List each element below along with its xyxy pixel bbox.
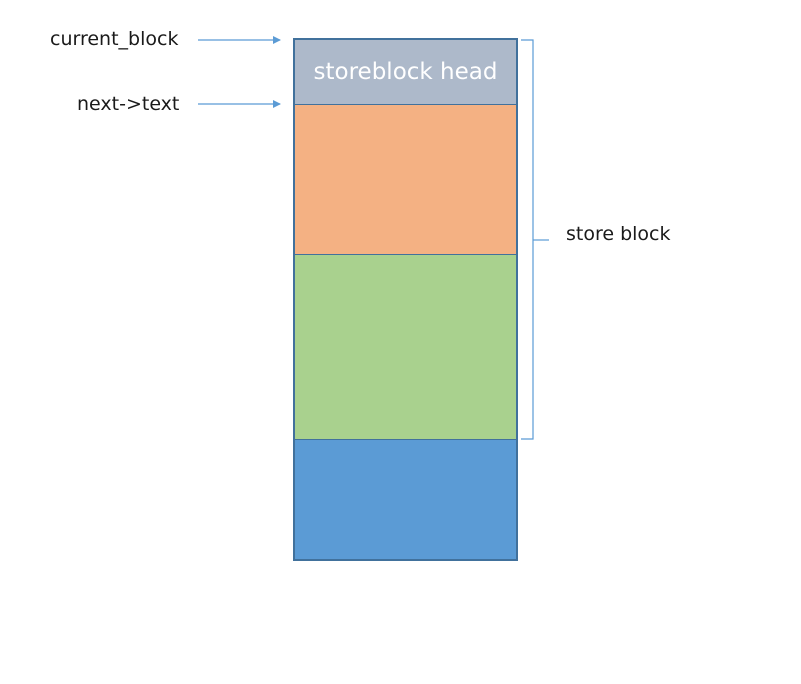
storeblock-head-block: storeblock head [293,38,518,105]
current-block-label: current_block [50,28,179,50]
next-text-label: next->text [77,93,180,115]
store-block-label: store block [566,223,671,245]
blue-block [293,439,518,561]
store-block-bracket [521,39,534,440]
storeblock-head-label: storeblock head [313,59,498,85]
green-block [293,254,518,440]
orange-block [293,104,518,255]
